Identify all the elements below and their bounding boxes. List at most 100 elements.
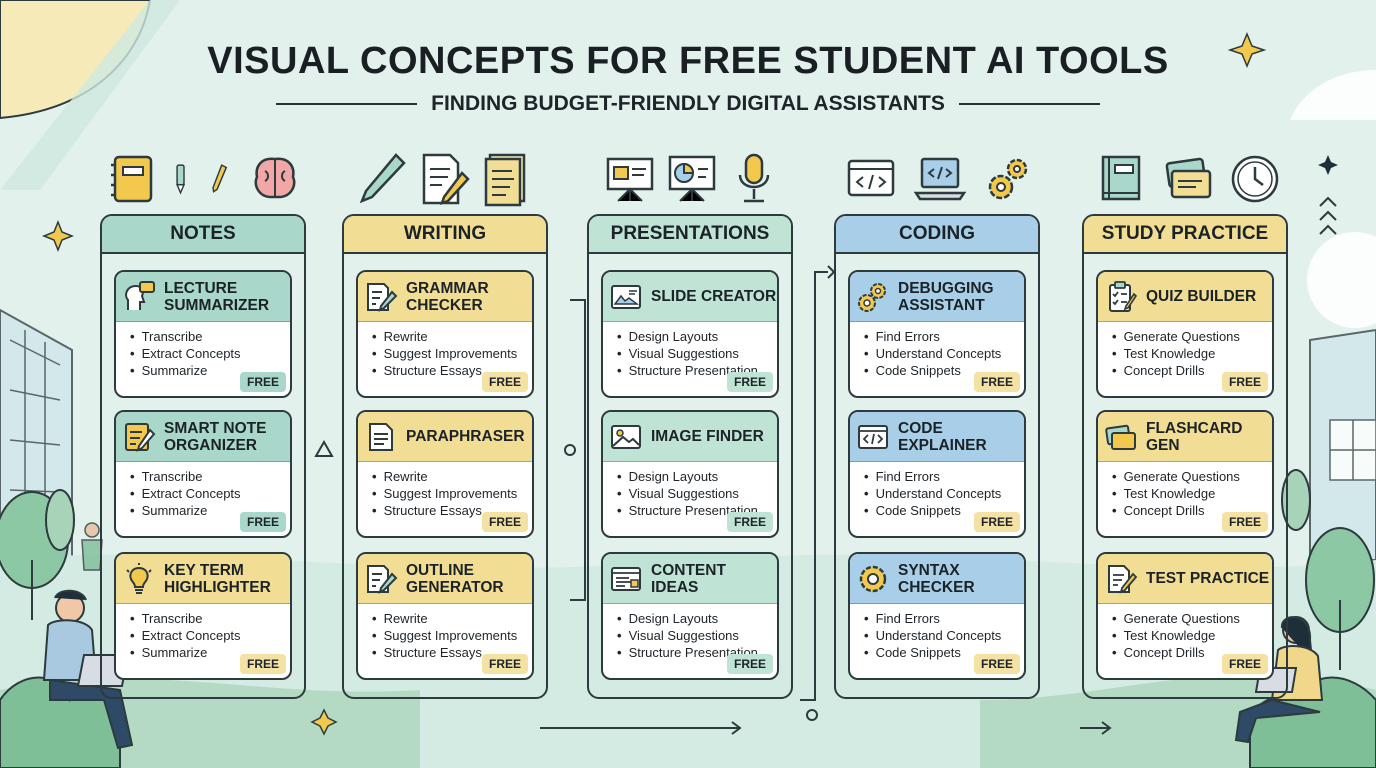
feature-list: Rewrite Suggest Improvements Structure E… xyxy=(358,462,532,519)
card-flashcard-gen[interactable]: FLASHCARD GEN Generate Questions Test Kn… xyxy=(1096,410,1274,538)
card-syntax-checker[interactable]: SYNTAX CHECKER Find Errors Understand Co… xyxy=(848,552,1026,680)
feature-item: Rewrite xyxy=(372,468,532,485)
book-icon xyxy=(1101,155,1141,201)
feature-item: Structure Essays xyxy=(372,362,532,379)
feature-list: Transcribe Extract Concepts Summarize xyxy=(116,322,290,379)
pen-icon xyxy=(359,153,406,204)
feature-item: Summarize xyxy=(130,502,290,519)
feature-item: Test Knowledge xyxy=(1112,627,1272,644)
card-head: CONTENT IDEAS xyxy=(603,554,777,604)
card-outline-generator[interactable]: OUTLINE GENERATOR Rewrite Suggest Improv… xyxy=(356,552,534,680)
card-smart-note-organizer[interactable]: SMART NOTE ORGANIZER Transcribe Extract … xyxy=(114,410,292,538)
card-title: SLIDE CREATOR xyxy=(651,288,777,305)
feature-item: Find Errors xyxy=(864,328,1024,345)
card-content-ideas[interactable]: CONTENT IDEAS Design Layouts Visual Sugg… xyxy=(601,552,779,680)
microphone-icon xyxy=(738,153,770,203)
feature-list: Design Layouts Visual Suggestions Struct… xyxy=(603,604,777,661)
page-subtitle: FINDING BUDGET-FRIENDLY DIGITAL ASSISTAN… xyxy=(431,92,945,115)
feature-list: Transcribe Extract Concepts Summarize xyxy=(116,604,290,661)
card-title: OUTLINE GENERATOR xyxy=(406,561,504,596)
brain-icon xyxy=(254,157,296,199)
document-pen-icon xyxy=(367,564,398,594)
card-debugging-assistant[interactable]: DEBUGGING ASSISTANT Find Errors Understa… xyxy=(848,270,1026,398)
feature-item: Suggest Improvements xyxy=(372,485,532,502)
gears-icon xyxy=(988,158,1028,200)
card-head: CODE EXPLAINER xyxy=(850,412,1024,462)
presentation-board-icon xyxy=(606,157,654,202)
card-title: SYNTAX CHECKER xyxy=(898,561,975,596)
column-writing: WRITING GRAMMAR CHECKER Rewrite Suggest … xyxy=(342,214,548,699)
card-title: SMART NOTE ORGANIZER xyxy=(164,419,267,454)
card-title: CODE EXPLAINER xyxy=(898,419,987,454)
card-head: GRAMMAR CHECKER xyxy=(358,272,532,322)
card-grammar-checker[interactable]: GRAMMAR CHECKER Rewrite Suggest Improvem… xyxy=(356,270,534,398)
pencil-icon xyxy=(212,164,228,193)
presentations-icon-group xyxy=(594,148,790,210)
test-paper-icon xyxy=(1108,564,1138,594)
pen-icon xyxy=(175,164,186,195)
column-header-writing: WRITING xyxy=(344,216,546,254)
feature-item: Visual Suggestions xyxy=(617,485,777,502)
feature-item: Extract Concepts xyxy=(130,345,290,362)
free-badge: FREE xyxy=(726,512,773,532)
column-header-presentations: PRESENTATIONS xyxy=(589,216,791,254)
feature-item: Design Layouts xyxy=(617,468,777,485)
free-badge: FREE xyxy=(726,372,773,392)
feature-item: Visual Suggestions xyxy=(617,627,777,644)
card-head: IMAGE FINDER xyxy=(603,412,777,462)
slide-icon xyxy=(611,284,641,309)
card-code-explainer[interactable]: CODE EXPLAINER Find Errors Understand Co… xyxy=(848,410,1026,538)
free-badge: FREE xyxy=(481,654,528,674)
feature-item: Structure Presentation xyxy=(617,644,777,661)
card-image-finder[interactable]: IMAGE FINDER Design Layouts Visual Sugge… xyxy=(601,410,779,538)
feature-item: Rewrite xyxy=(372,610,532,627)
gears-icon xyxy=(858,282,886,312)
feature-item: Suggest Improvements xyxy=(372,345,532,362)
free-badge: FREE xyxy=(239,512,286,532)
feature-item: Understand Concepts xyxy=(864,627,1024,644)
free-badge: FREE xyxy=(1221,372,1268,392)
document-icon xyxy=(484,153,526,207)
document-icon xyxy=(369,422,393,451)
card-test-practice[interactable]: TEST PRACTICE Generate Questions Test Kn… xyxy=(1096,552,1274,680)
feature-item: Structure Presentation xyxy=(617,502,777,519)
feature-item: Visual Suggestions xyxy=(617,345,777,362)
notepad-pencil-icon xyxy=(125,422,156,452)
feature-list: Design Layouts Visual Suggestions Struct… xyxy=(603,322,777,379)
feature-list: Rewrite Suggest Improvements Structure E… xyxy=(358,322,532,379)
coding-icon-group xyxy=(842,148,1038,210)
column-header-notes: NOTES xyxy=(102,216,304,254)
free-badge: FREE xyxy=(726,654,773,674)
page-title: VISUAL CONCEPTS FOR FREE STUDENT AI TOOL… xyxy=(207,40,1169,82)
column-header-study-practice: STUDY PRACTICE xyxy=(1084,216,1286,254)
free-badge: FREE xyxy=(481,372,528,392)
document-pen-icon xyxy=(367,282,398,312)
feature-item: Generate Questions xyxy=(1112,610,1272,627)
feature-item: Transcribe xyxy=(130,610,290,627)
checklist-icon xyxy=(1109,280,1138,312)
card-head: OUTLINE GENERATOR xyxy=(358,554,532,604)
head-speech-icon xyxy=(125,280,155,310)
free-badge: FREE xyxy=(1221,512,1268,532)
feature-list: Design Layouts Visual Suggestions Struct… xyxy=(603,462,777,519)
feature-item: Find Errors xyxy=(864,610,1024,627)
card-paraphraser[interactable]: PARAPHRASER Rewrite Suggest Improvements… xyxy=(356,410,534,538)
card-head: QUIZ BUILDER xyxy=(1098,272,1272,322)
feature-item: Test Knowledge xyxy=(1112,345,1272,362)
card-head: DEBUGGING ASSISTANT xyxy=(850,272,1024,322)
gear-icon xyxy=(859,565,887,592)
card-quiz-builder[interactable]: QUIZ BUILDER Generate Questions Test Kno… xyxy=(1096,270,1274,398)
flashcards-icon xyxy=(1105,424,1136,450)
feature-item: Rewrite xyxy=(372,328,532,345)
free-badge: FREE xyxy=(973,654,1020,674)
writing-icon-group xyxy=(344,148,544,210)
free-badge: FREE xyxy=(239,372,286,392)
card-key-term-highlighter[interactable]: KEY TERM HIGHLIGHTER Transcribe Extract … xyxy=(114,552,292,680)
card-lecture-summarizer[interactable]: LECTURE SUMMARIZER Transcribe Extract Co… xyxy=(114,270,292,398)
card-slide-creator[interactable]: SLIDE CREATOR Design Layouts Visual Sugg… xyxy=(601,270,779,398)
card-title: FLASHCARD GEN xyxy=(1146,419,1243,454)
browser-window-icon xyxy=(611,566,641,591)
subtitle-row: FINDING BUDGET-FRIENDLY DIGITAL ASSISTAN… xyxy=(276,91,1101,117)
card-title: KEY TERM HIGHLIGHTER xyxy=(164,561,271,596)
feature-list: Generate Questions Test Knowledge Concep… xyxy=(1098,462,1272,519)
